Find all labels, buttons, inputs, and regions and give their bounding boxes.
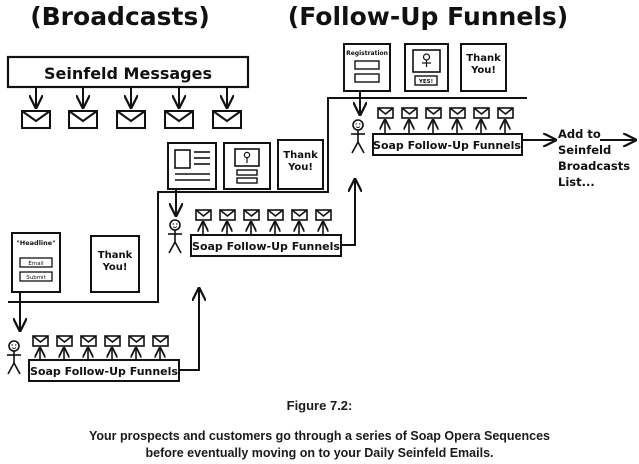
funnel-email-icon	[128, 335, 145, 347]
funnel-email-icon	[473, 107, 490, 119]
stage2-emails	[195, 209, 332, 221]
exit-label-line-1: Add to	[558, 127, 601, 141]
video-yes-button: YES!	[418, 79, 433, 85]
thank-you-page-1: Thank You!	[90, 235, 140, 293]
funnel-email-icon	[449, 107, 466, 119]
funnel-email-icon	[497, 107, 514, 119]
funnel-email-icon	[152, 335, 169, 347]
follow-up-funnels-title: (Follow-Up Funnels)	[288, 2, 568, 31]
soap-funnel-label-2: Soap Follow-Up Funnels	[192, 240, 340, 253]
soap-funnel-box-3: Soap Follow-Up Funnels	[372, 133, 523, 156]
optin-submit-button: Submit	[26, 275, 46, 281]
video-page-icon	[223, 142, 271, 190]
registration-page-icon: Registration	[343, 43, 391, 92]
funnel-email-icon	[315, 209, 332, 221]
stage3-email-arrows	[385, 121, 505, 134]
funnel-email-icon	[56, 335, 73, 347]
exit-label-line-2: Seinfeld	[558, 143, 611, 157]
figure-label: Figure 7.2:	[286, 398, 353, 413]
prospect-figure-1	[6, 340, 22, 375]
staircase-line	[8, 97, 527, 303]
stage3-emails	[377, 107, 514, 119]
exit-label: Add to Seinfeld Broadcasts List...	[558, 127, 630, 189]
broadcast-email-icon	[164, 110, 194, 129]
soap-funnel-box-1: Soap Follow-Up Funnels	[28, 359, 180, 382]
funnel-email-icon	[243, 209, 260, 221]
stage1-exit-arrow	[179, 290, 199, 371]
funnel-email-icon	[104, 335, 121, 347]
stage1-emails	[32, 335, 169, 347]
seinfeld-messages-label: Seinfeld Messages	[44, 64, 212, 83]
thank-you-text-3: Thank You!	[466, 53, 501, 76]
registration-label: Registration	[346, 50, 388, 57]
broadcast-email-icon	[116, 110, 146, 129]
exit-label-line-3: Broadcasts	[558, 159, 630, 173]
broadcast-email-icon	[68, 110, 98, 129]
prospect-figure-3	[350, 119, 366, 154]
figure-caption-line-1: Your prospects and customers go through …	[89, 429, 550, 443]
soap-funnel-label-1: Soap Follow-Up Funnels	[30, 365, 178, 378]
figure-caption: Your prospects and customers go through …	[0, 428, 639, 462]
funnel-email-icon	[377, 107, 394, 119]
thank-you-page-3: Thank You!	[460, 43, 507, 92]
prospect-figure-2	[167, 219, 183, 254]
funnel-email-icon	[32, 335, 49, 347]
soap-funnel-label-3: Soap Follow-Up Funnels	[373, 139, 521, 152]
stage2-email-arrows	[203, 223, 323, 235]
thank-you-text-2: Thank You!	[283, 150, 318, 173]
stage1-email-arrows	[40, 349, 160, 360]
broadcast-email-icon	[21, 110, 51, 129]
optin-page-icon: "Headline" Email Submit	[11, 232, 61, 293]
optin-headline: "Headline"	[16, 239, 55, 247]
thank-you-page-2: Thank You!	[277, 139, 324, 190]
thank-you-text-1: Thank You!	[97, 250, 133, 273]
soap-funnel-box-2: Soap Follow-Up Funnels	[190, 234, 342, 257]
funnel-email-icon	[267, 209, 284, 221]
funnel-email-icon	[195, 209, 212, 221]
figure-caption-line-2: before eventually moving on to your Dail…	[145, 446, 494, 460]
funnel-email-icon	[80, 335, 97, 347]
funnel-email-icon	[219, 209, 236, 221]
broadcast-arrows	[36, 87, 227, 106]
exit-label-line-4: List...	[558, 175, 595, 189]
seinfeld-messages-box: Seinfeld Messages	[6, 55, 250, 89]
broadcast-email-icon	[212, 110, 242, 129]
funnel-email-icon	[291, 209, 308, 221]
broadcasts-title: (Broadcasts)	[30, 2, 210, 31]
funnel-email-icon	[425, 107, 442, 119]
optin-email-field: Email	[28, 261, 44, 267]
sales-letter-page-icon	[167, 142, 217, 190]
funnel-email-icon	[401, 107, 418, 119]
stage2-exit-arrow	[341, 181, 355, 246]
video-signup-page-icon: YES!	[404, 43, 449, 92]
